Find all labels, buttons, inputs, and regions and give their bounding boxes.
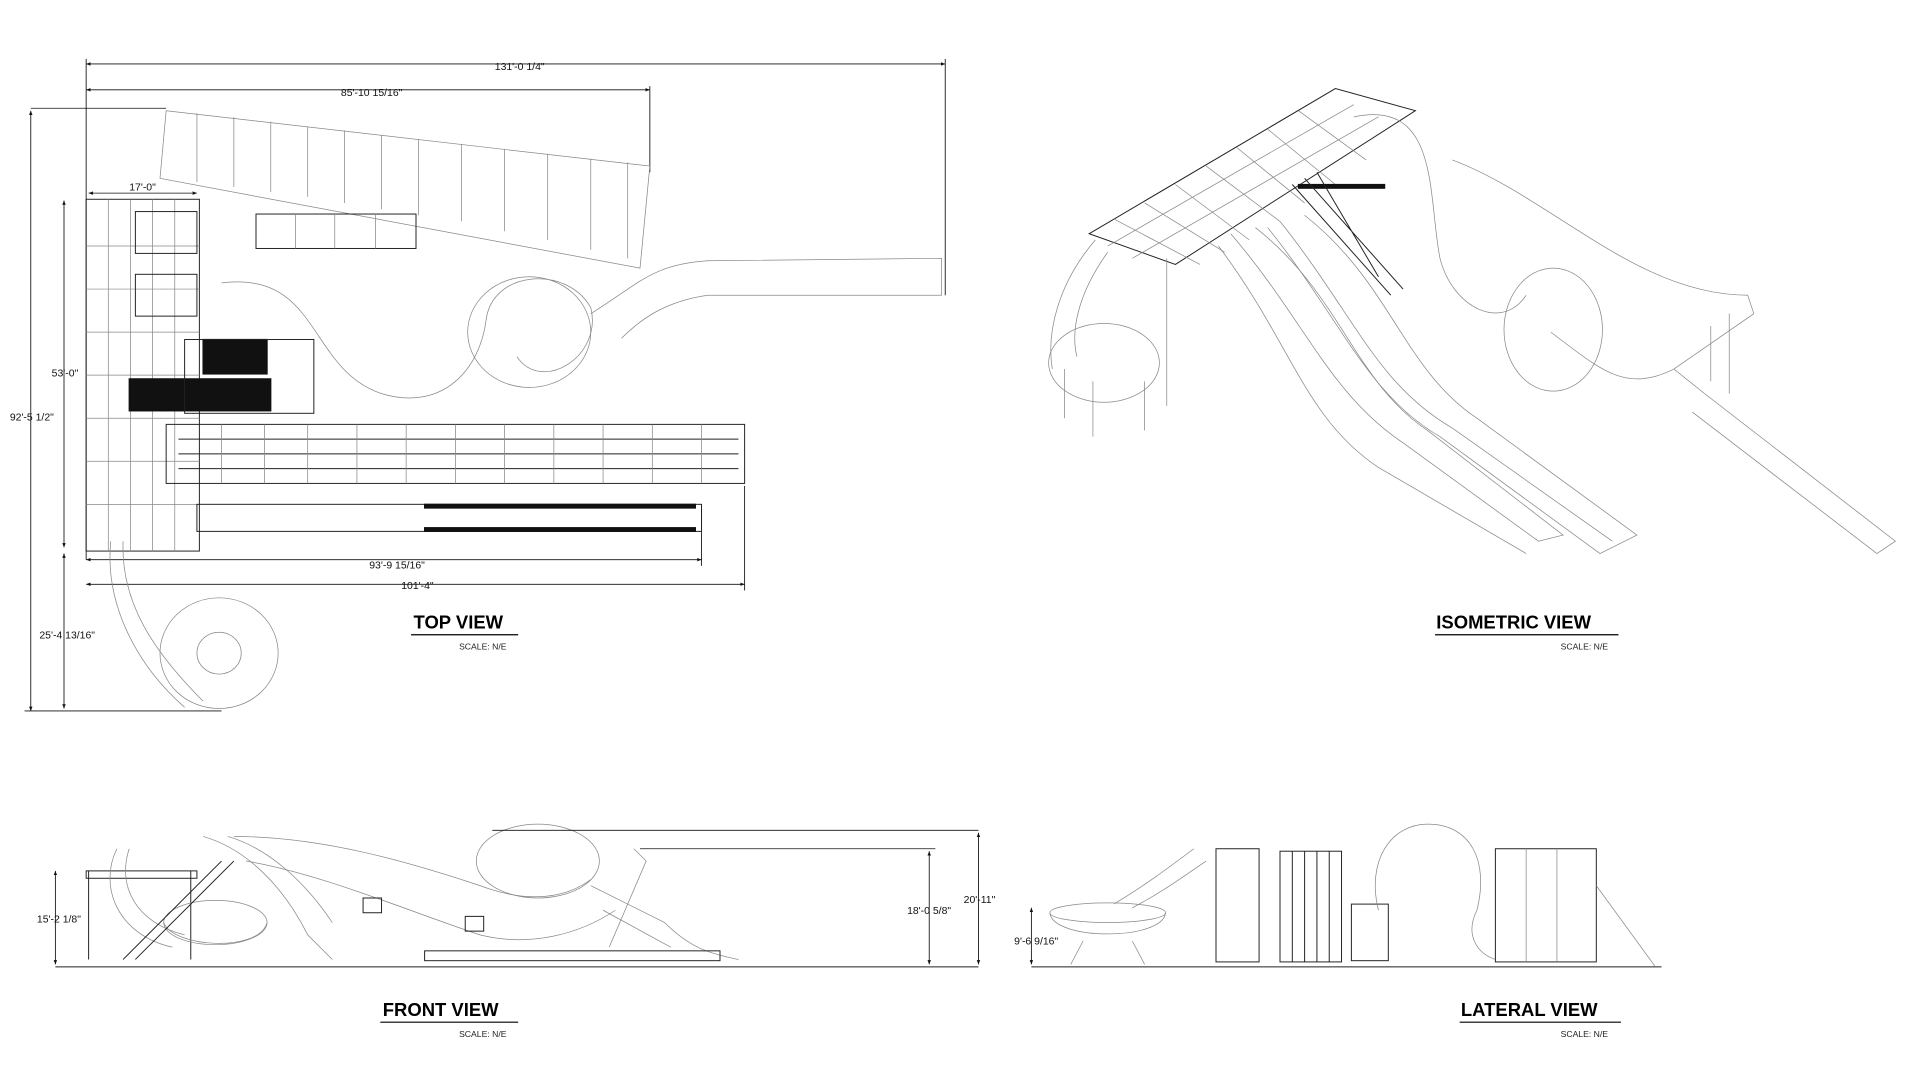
dim-platform-height: 15'-2 1/8"	[37, 915, 81, 926]
dim-tower-height: 18'-0 5/8"	[907, 906, 951, 917]
dim-bowl-offset: 25'-4 13/16"	[39, 630, 95, 641]
front-view-scale: SCALE: N/E	[459, 1029, 507, 1039]
dim-mat-racer-length: 101'-4"	[401, 581, 434, 592]
front-view-drawing: 15'-2 1/8" 18'-0 5/8" 20'-11"	[37, 823, 996, 968]
isometric-view-scale: SCALE: N/E	[1561, 641, 1609, 651]
isometric-view-title: ISOMETRIC VIEW	[1436, 612, 1591, 633]
dim-overall-length: 131'-0 1/4"	[495, 62, 545, 73]
lateral-view-scale: SCALE: N/E	[1561, 1029, 1609, 1039]
lateral-view-title: LATERAL VIEW	[1461, 999, 1598, 1020]
top-view-dimensions: 131'-0 1/4" 85'-10 15/16" 17'-0" 92'-5 1…	[10, 59, 946, 712]
lateral-view-drawing: 9'-6 9/16"	[1014, 823, 1662, 968]
dim-slide-length: 85'-10 15/16"	[341, 88, 403, 99]
top-view: 131'-0 1/4" 85'-10 15/16" 17'-0" 92'-5 1…	[10, 59, 946, 712]
dim-tower-width: 17'-0"	[129, 183, 156, 194]
isometric-drawing	[1048, 88, 1897, 554]
dim-lower-slide-length: 93'-9 15/16"	[369, 560, 425, 571]
dim-overall-height: 20'-11"	[964, 895, 996, 906]
lateral-view: 9'-6 9/16" LATERAL VIEW SCALE: N/E	[1014, 823, 1662, 1039]
top-view-scale: SCALE: N/E	[459, 641, 507, 651]
top-view-title: TOP VIEW	[414, 612, 504, 633]
front-view: 15'-2 1/8" 18'-0 5/8" 20'-11" FRONT VIEW…	[37, 823, 996, 1039]
dim-bowl-height: 9'-6 9/16"	[1014, 937, 1058, 948]
dim-overall-depth: 92'-5 1/2"	[10, 413, 54, 424]
top-view-structure	[85, 110, 942, 709]
dim-tower-depth: 53'-0"	[52, 368, 79, 379]
isometric-view: ISOMETRIC VIEW SCALE: N/E	[1048, 88, 1897, 651]
front-view-title: FRONT VIEW	[383, 999, 499, 1020]
